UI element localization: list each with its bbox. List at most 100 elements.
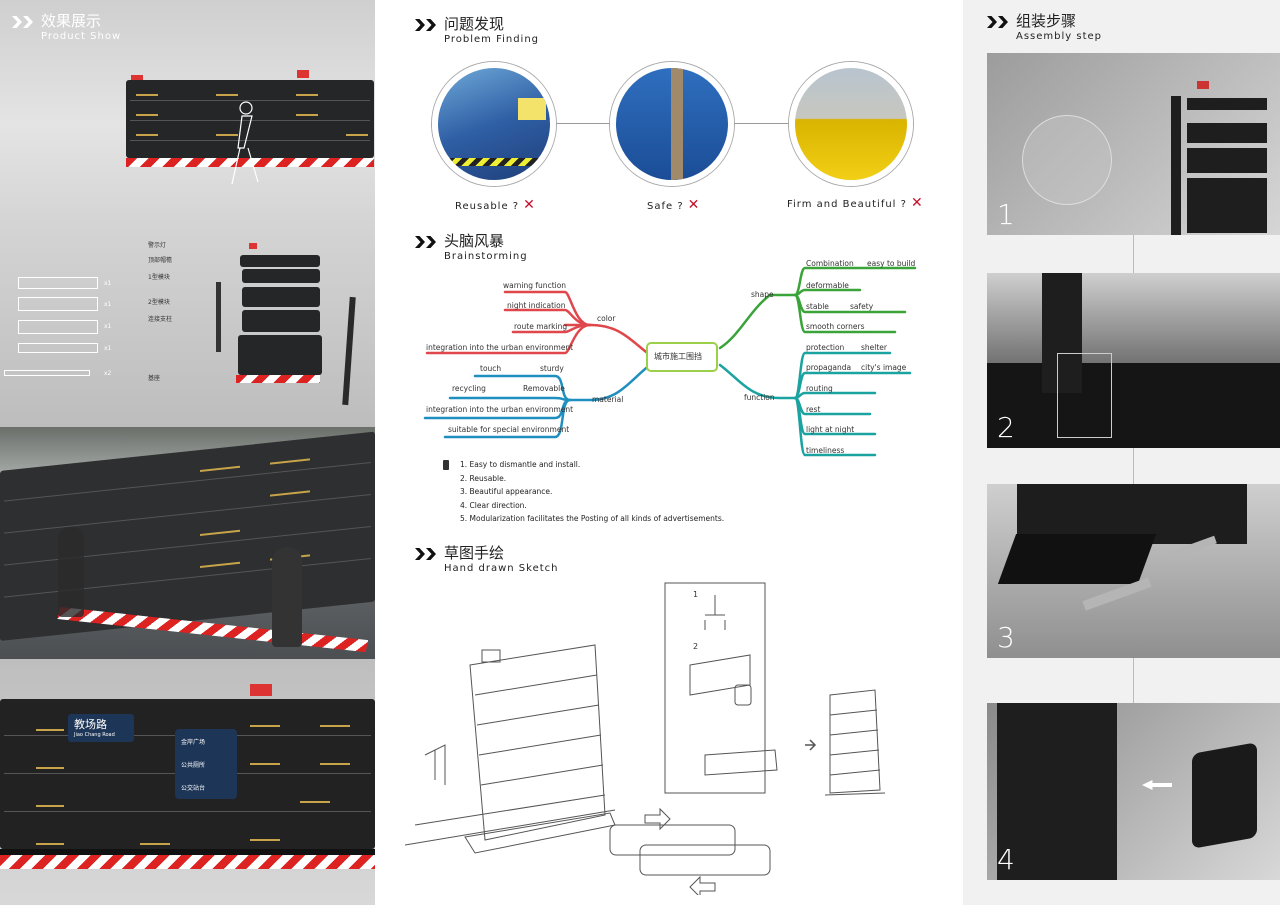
module-outline <box>18 277 98 289</box>
branch-label: function <box>744 393 775 402</box>
warning-light-icon <box>250 684 272 696</box>
leaf-label: timeliness <box>806 446 845 455</box>
exploded-count: x2 <box>104 370 112 377</box>
list-item: 2. Reusable. <box>460 473 507 483</box>
warning-light-icon <box>131 75 143 83</box>
exploded-module <box>242 287 320 307</box>
step-connector <box>1133 448 1134 484</box>
direction-item: 公共厕所 <box>181 762 206 769</box>
brainstorm-title-cn: 头脑风暴 <box>444 232 505 250</box>
street-sign: 教场路 Jiao Chang Road <box>68 714 134 742</box>
exploded-module <box>242 310 320 332</box>
problem-title-en: Problem Finding <box>444 34 540 45</box>
warning-light-icon <box>297 70 309 78</box>
product-show-title-cn: 效果展示 <box>41 12 102 30</box>
direction-board: 金岸广场 公共厕所 公交站台 <box>175 729 237 799</box>
warning-stripe <box>0 855 375 869</box>
street-scene-render <box>0 427 375 659</box>
list-item: 1. Easy to dismantle and install. <box>460 460 581 469</box>
connector-line <box>555 123 610 124</box>
conclusion-list: 1. Easy to dismantle and install. 2. Reu… <box>460 458 724 526</box>
leaf-label: touch <box>480 364 502 373</box>
leaf-label: route marking <box>514 322 568 331</box>
exploded-label: 2型模块 <box>148 299 170 306</box>
direction-item: 公交站台 <box>181 785 206 792</box>
barrier-wall <box>126 80 374 158</box>
exploded-label: 连接支柱 <box>148 316 173 323</box>
leaf-label: rest <box>806 405 821 414</box>
pedestrian-figure <box>58 527 84 617</box>
step-connector <box>1133 658 1134 703</box>
exploded-count: x1 <box>104 280 112 287</box>
list-item: 4. Clear direction. <box>460 500 527 510</box>
problem-title-cn: 问题发现 <box>444 15 505 33</box>
problem-label: Firm and Beautiful ? <box>787 199 907 210</box>
assembly-header: 组装步骤 Assembly step <box>987 12 1102 44</box>
assembly-step-3: 3 <box>987 484 1280 658</box>
product-show-title-en: Product Show <box>41 31 122 42</box>
hand-sketch <box>405 582 886 895</box>
pedestrian-figure <box>272 547 302 647</box>
exploded-label: 顶部帽檐 <box>148 257 173 264</box>
leaf-label: warning function <box>503 281 567 290</box>
x-mark-icon: ✕ <box>910 195 924 211</box>
left-column: 效果展示 Product Show <box>0 0 375 905</box>
exploded-module <box>240 255 320 267</box>
assembly-title-en: Assembly step <box>1016 31 1103 42</box>
step-number: 2 <box>997 411 1015 444</box>
assembly-step-1: 1 <box>987 53 1280 235</box>
product-show-render: 效果展示 Product Show <box>0 0 375 207</box>
middle-column: 问题发现 Problem Finding Reusable ?✕ Safe ?✕… <box>375 0 960 905</box>
chevron-icon <box>415 548 436 560</box>
sketch-title-en: Hand drawn Sketch <box>444 563 559 574</box>
step-number: 1 <box>997 198 1015 231</box>
exploded-view: 警示灯 顶部帽檐 1型模块 2型模块 连接支柱 基座 x1 x1 x1 x1 x… <box>0 207 375 427</box>
sketch-step-label: 1 <box>693 590 699 599</box>
problem-photo-2 <box>610 62 734 186</box>
warning-light-icon <box>249 243 257 249</box>
street-sign-cn: 教场路 <box>74 718 107 731</box>
list-item: 5. Modularization facilitates the Postin… <box>460 514 725 523</box>
chevron-icon <box>987 16 1008 28</box>
assembly-step-2: 2 <box>987 273 1280 448</box>
product-show-header: 效果展示 Product Show <box>12 12 121 44</box>
sketch-header: 草图手绘 Hand drawn Sketch <box>415 544 559 576</box>
chevron-icon <box>415 236 436 248</box>
leaf-label: smooth corners <box>806 322 865 331</box>
leaf-label: safety <box>850 302 874 311</box>
leaf-label: routing <box>806 384 833 393</box>
leaf-label: city's image <box>861 363 907 372</box>
assembly-step-4: 4 <box>987 703 1280 880</box>
x-mark-icon: ✕ <box>523 197 536 213</box>
sketch-step-label: 2 <box>693 642 699 651</box>
street-sign-en: Jiao Chang Road <box>74 732 115 738</box>
step-number: 3 <box>997 621 1015 654</box>
exploded-label: 警示灯 <box>148 242 167 249</box>
exploded-count: x1 <box>104 301 112 308</box>
problem-caption-3: Firm and Beautiful ?✕ <box>787 195 924 211</box>
base-strip <box>0 849 375 855</box>
sketch-title-cn: 草图手绘 <box>444 544 505 562</box>
exploded-module <box>242 269 320 283</box>
branch-label: shape <box>751 290 774 299</box>
warning-stripe <box>126 158 374 167</box>
branch-label: color <box>597 314 616 323</box>
warning-stripe <box>236 375 320 383</box>
leaf-label: easy to build <box>867 259 916 268</box>
arrow-left-icon <box>1142 780 1172 790</box>
exploded-count: x1 <box>104 323 112 330</box>
leaf-label: Removable <box>523 384 565 393</box>
problem-label: Reusable ? <box>455 201 520 212</box>
leaf-label: Combination <box>806 259 854 268</box>
direction-item: 金岸广场 <box>181 739 206 746</box>
leaf-label: shelter <box>861 343 887 352</box>
problem-caption-2: Safe ?✕ <box>647 197 700 213</box>
leaf-label: integration into the urban environment <box>426 405 574 414</box>
connecting-pillar <box>216 282 221 352</box>
module-outline <box>18 343 98 353</box>
brainstorm-title-en: Brainstorming <box>444 251 528 262</box>
x-mark-icon: ✕ <box>687 197 701 213</box>
exploded-module <box>238 335 322 375</box>
right-column: 组装步骤 Assembly step 1 2 <box>963 0 1280 905</box>
